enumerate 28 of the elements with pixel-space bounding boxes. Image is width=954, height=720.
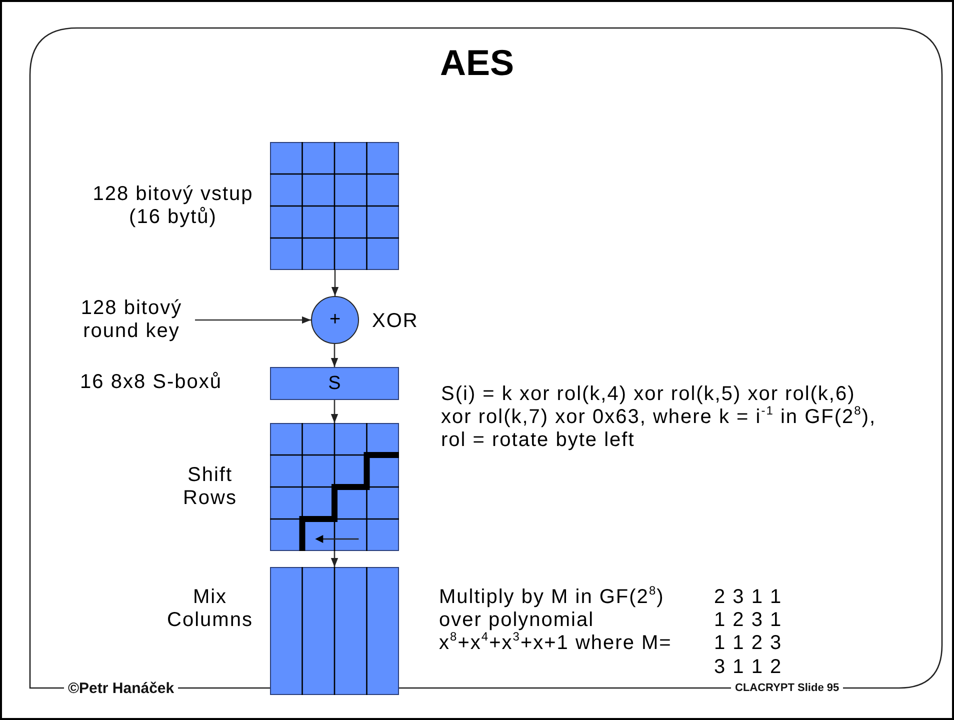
arrow	[331, 270, 339, 296]
step-label: Mix Columns	[166, 586, 254, 632]
matrix-row-text: 2 3 1 1	[714, 586, 784, 609]
matrix-row-text: 3 1 1 2	[714, 656, 784, 679]
formula-text: S(i) = k xor rol(k,4) xor rol(k,5) xor rol(k,6) xor rol(k,7) xor 0x63, where k = i$^{-1}$ in GF(2$^{8}$), rol = rotate byte left	[441, 383, 878, 452]
arrow	[195, 316, 311, 324]
state-grid	[270, 423, 399, 551]
sbox-bar	[270, 367, 399, 400]
formula-text: Multiply by M in GF(2$^{8}$)	[439, 586, 666, 609]
formula-text: x$^{8}$+x$^{4}$+x$^{3}$+x+1 where M=	[439, 632, 673, 655]
operator-symbol: +	[329, 309, 341, 331]
slide-number: CLACRYPT Slide 95	[731, 682, 844, 694]
formula-text: over polynomial	[439, 609, 596, 632]
arrow	[330, 344, 338, 367]
step-label: 16 8x8 S-boxů	[79, 371, 222, 394]
slide-title: AES	[440, 42, 514, 84]
arrow	[330, 551, 338, 567]
xor-circle	[311, 296, 359, 344]
matrix-row-text: 1 2 3 1	[714, 609, 784, 632]
matrix-row-text: 1 1 2 3	[714, 632, 784, 655]
step-label: Shift Rows	[182, 464, 238, 510]
step-label: 128 bitový vstup (16 bytů)	[92, 183, 254, 229]
column-grid	[270, 567, 399, 695]
block-label: S	[328, 372, 341, 394]
state-grid	[270, 142, 399, 270]
arrow	[330, 400, 338, 423]
input-label: 128 bitový round key	[80, 297, 184, 343]
step-label: XOR	[372, 310, 420, 333]
